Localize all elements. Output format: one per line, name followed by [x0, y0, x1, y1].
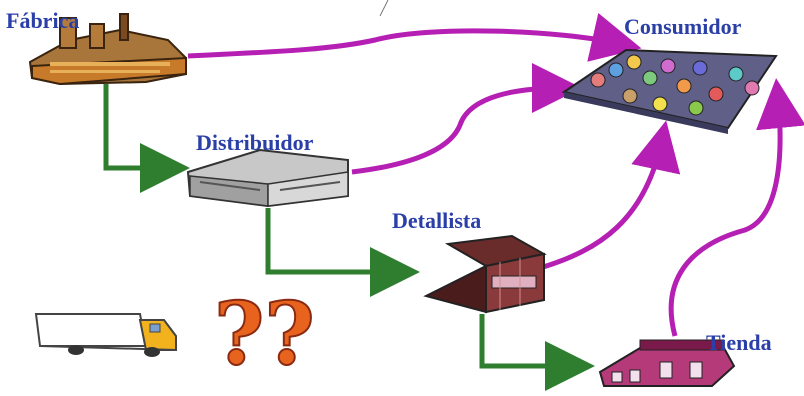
svg-text:??: ?? — [214, 284, 315, 385]
arrow-detallista-to-consumidor — [539, 120, 681, 271]
office-building-icon — [423, 234, 547, 314]
arrow-fabrica-to-consumidor — [187, 13, 642, 62]
crowd-icon — [561, 48, 778, 134]
node-label-fabrica: Fábrica — [6, 8, 80, 33]
node-label-detallista: Detallista — [392, 208, 482, 233]
store-icon — [598, 339, 736, 387]
arrow-distribuidor-to-consumidor — [351, 63, 582, 175]
node-label-tienda: Tienda — [706, 330, 772, 355]
arrow-distribuidor-to-detallista — [265, 208, 420, 297]
question-marks-icon: ?? — [213, 283, 316, 386]
warehouse-icon — [186, 148, 349, 208]
arrow-tienda-to-consumidor — [668, 78, 804, 337]
node-label-consumidor: Consumidor — [624, 14, 742, 39]
truck-icon — [34, 313, 177, 357]
stray-mark — [379, 0, 389, 17]
node-label-distribuidor: Distribuidor — [196, 130, 314, 155]
arrow-fabrica-to-distribuidor — [103, 84, 190, 193]
arrow-detallista-to-tienda — [479, 314, 595, 391]
factory-icon — [28, 13, 187, 86]
